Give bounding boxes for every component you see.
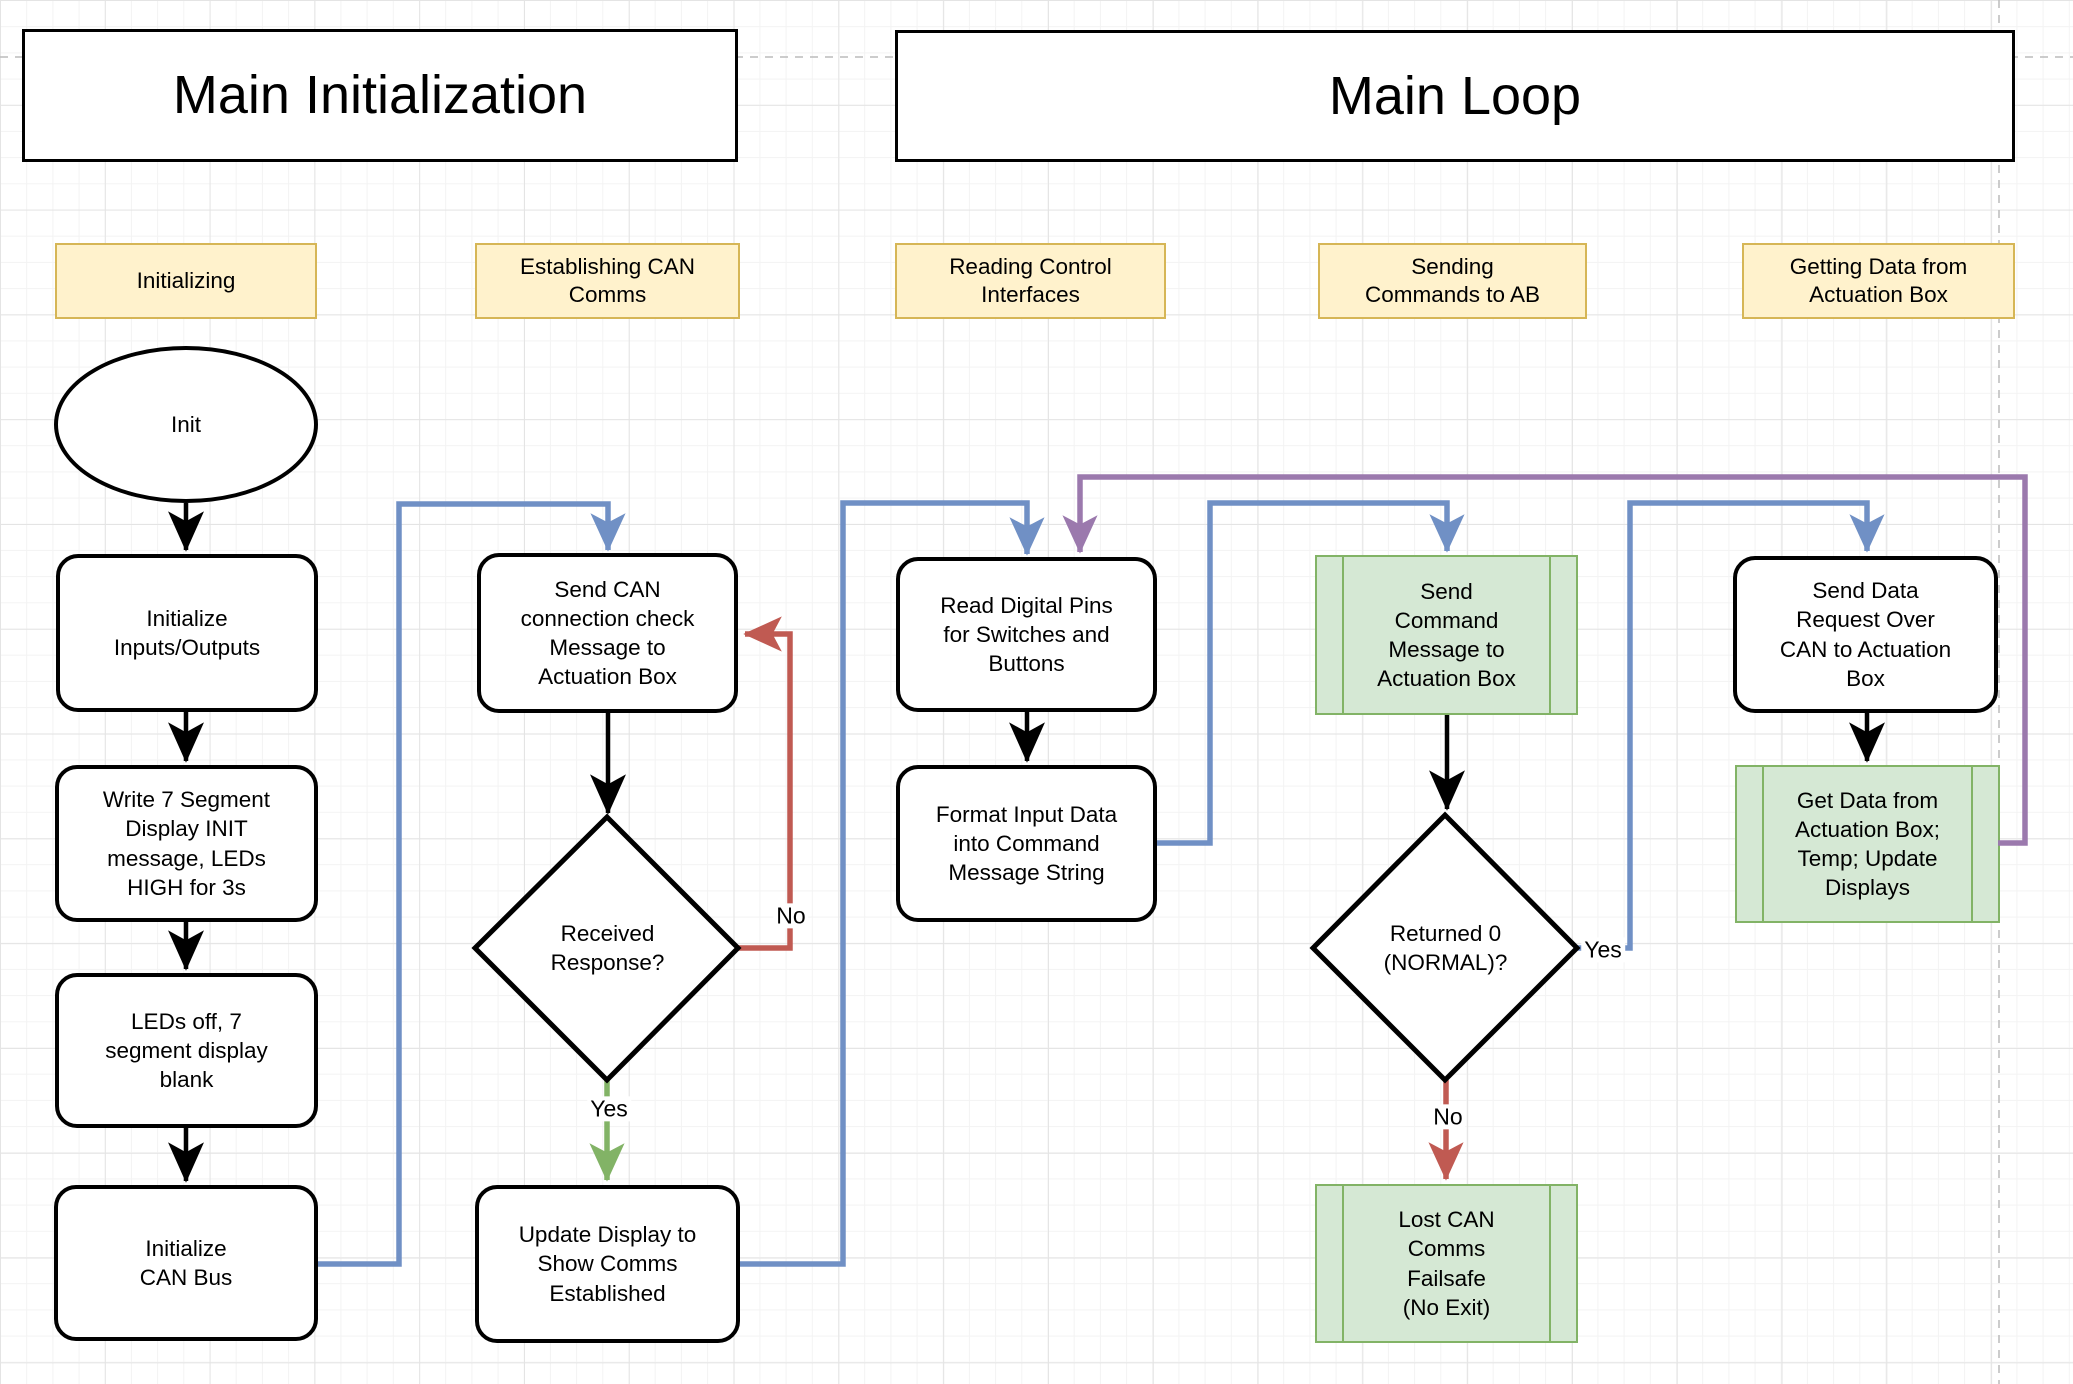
phase-label-sending-commands-to-ab: Sending Commands to AB [1318, 243, 1587, 319]
phase-label-establishing-can-comms: Establishing CAN Comms [475, 243, 740, 319]
title-main-loop-label: Main Loop [1328, 65, 1582, 126]
node-lost-can-failsafe: Lost CAN Comms Failsafe (No Exit) [1315, 1184, 1578, 1343]
node-update-display: Update Display to Show Comms Established [475, 1185, 740, 1343]
node-initialize-can-bus: Initialize CAN Bus [54, 1185, 318, 1341]
edge-received-no-loop [738, 616, 793, 951]
phase-label-reading-control-interfaces: Reading Control Interfaces [895, 243, 1166, 319]
title-main-initialization: Main Initialization [22, 29, 738, 162]
node-initialize-inputs-outputs: Initialize Inputs/Outputs [56, 554, 318, 712]
node-received-response-label: Received Response? [550, 920, 665, 975]
node-init-ellipse: Init [54, 346, 318, 503]
node-read-digital-pins: Read Digital Pins for Switches and Butto… [896, 557, 1157, 712]
node-returned-zero-label: Returned 0 (NORMAL)? [1383, 920, 1508, 975]
node-write-7segment-display: Write 7 Segment Display INIT message, LE… [55, 765, 318, 922]
node-format-input-data: Format Input Data into Command Message S… [896, 765, 1157, 922]
title-main-initialization-label: Main Initialization [172, 65, 588, 126]
edge-label-received-no: No [773, 903, 809, 929]
node-send-can-connection-check: Send CAN connection check Message to Act… [477, 553, 738, 713]
phase-label-initializing: Initializing [55, 243, 317, 319]
node-leds-off: LEDs off, 7 segment display blank [55, 973, 318, 1128]
node-send-data-request: Send Data Request Over CAN to Actuation … [1733, 556, 1998, 713]
edge-label-received-yes: Yes [587, 1096, 631, 1122]
edge-label-returned-yes: Yes [1581, 937, 1625, 963]
phase-label-getting-data-from-actuation-box: Getting Data from Actuation Box [1742, 243, 2015, 319]
node-send-command-message: Send Command Message to Actuation Box [1315, 555, 1578, 715]
node-get-data: Get Data from Actuation Box; Temp; Updat… [1735, 765, 2000, 923]
title-main-loop: Main Loop [895, 30, 2015, 162]
edge-label-returned-no: No [1430, 1104, 1466, 1130]
